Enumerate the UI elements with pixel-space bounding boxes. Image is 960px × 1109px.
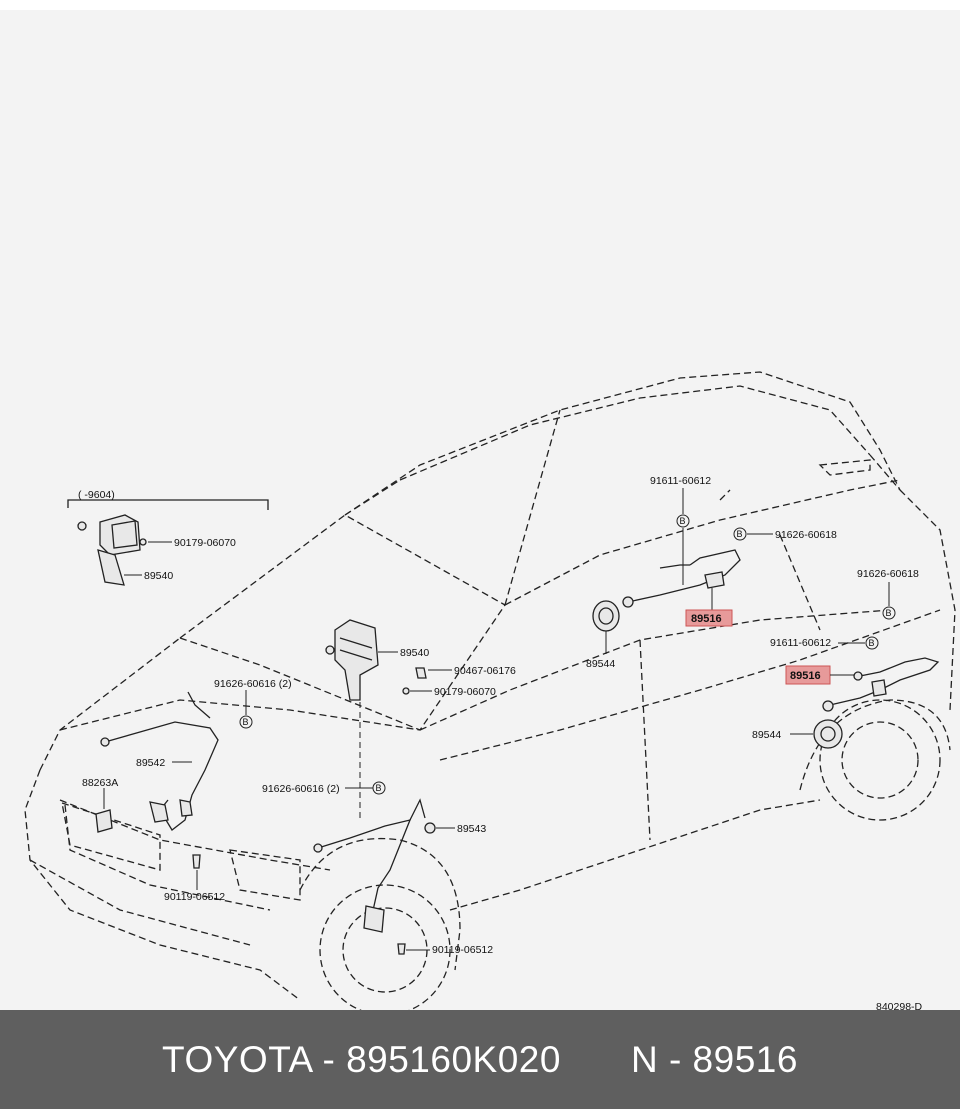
label-90119-06512-a: 90119-06512 <box>164 891 225 903</box>
svg-text:B: B <box>376 783 382 793</box>
label-89540-b: 89540 <box>400 647 429 659</box>
part-89540-center: 89540 90467-06176 90179-06070 <box>325 619 516 818</box>
svg-text:B: B <box>737 529 743 539</box>
label-89516-a: 89516 <box>691 613 722 625</box>
label-91626-60618-a: 91626-60618 <box>775 529 837 541</box>
label-89516-b: 89516 <box>790 670 821 682</box>
caption-reference: N - 89516 <box>630 1038 798 1080</box>
label-90179-06070-a: 90179-06070 <box>174 537 236 549</box>
car-outline <box>24 371 956 1010</box>
range-note: ( -9604) <box>78 489 115 501</box>
svg-text:B: B <box>869 638 875 648</box>
label-91626-60616-left-1: 91626-60616 (2) <box>214 678 292 690</box>
part-89544-upper: 89544 <box>586 600 620 670</box>
highlight-89516-a <box>685 609 733 627</box>
label-89542: 89542 <box>136 757 165 769</box>
label-89544-b: 89544 <box>752 729 781 741</box>
part-89540-inset: 90179-06070 89540 <box>77 514 236 586</box>
label-90119-06512-b: 90119-06512 <box>432 944 493 956</box>
label-91626-60618-b: 91626-60618 <box>857 568 919 580</box>
drawing-code: 840298-D <box>876 1001 923 1010</box>
parts-diagram: ( -9604) 90179-06070 89540 89540 90467-0… <box>0 10 960 1010</box>
svg-text:B: B <box>243 717 249 727</box>
part-89542-wire: B 91626-60616 (2) 89542 <box>100 678 292 831</box>
part-88263A: 88263A <box>82 777 118 833</box>
label-89543: 89543 <box>457 823 486 835</box>
label-91626-60616-left-2: 91626-60616 (2) <box>262 783 340 795</box>
part-89516-lower-wire: B 91626-60618 B 91611-60612 89516 <box>770 568 940 712</box>
range-bracket: ( -9604) <box>67 489 269 510</box>
label-90467-06176: 90467-06176 <box>454 665 516 677</box>
part-89544-lower: 89544 <box>752 719 843 749</box>
svg-text:B: B <box>680 516 686 526</box>
label-89540-a: 89540 <box>144 570 173 582</box>
label-91611-60612-b: 91611-60612 <box>770 637 831 649</box>
part-90119-06512-left: 90119-06512 <box>164 854 225 903</box>
label-88263A: 88263A <box>82 777 118 789</box>
svg-text:B: B <box>886 608 892 618</box>
label-91611-60612-a: 91611-60612 <box>650 475 711 487</box>
part-89543-wire: B 91626-60616 (2) 89543 90119-06512 <box>262 781 493 956</box>
caption-bar: TOYOTA - 895160K020 N - 89516 <box>0 1010 960 1109</box>
label-90179-06070-b: 90179-06070 <box>434 686 496 698</box>
caption-part-number: TOYOTA - 895160K020 <box>162 1038 561 1080</box>
part-89516-upper-wire: B 91611-60612 B 91626-60618 89516 <box>622 475 837 627</box>
label-89544-a: 89544 <box>586 658 615 670</box>
